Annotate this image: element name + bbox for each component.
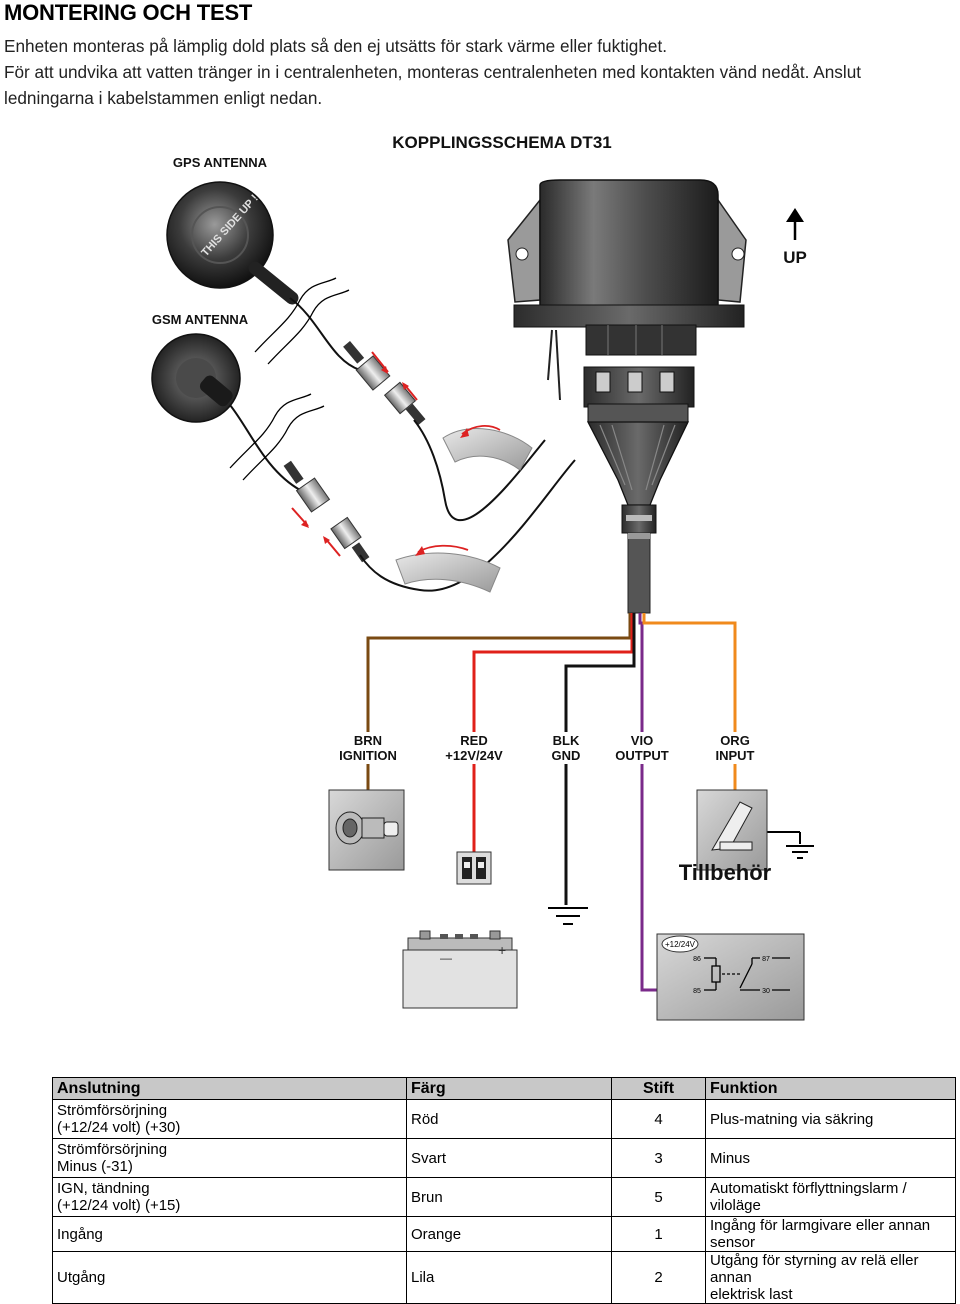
color-cell: Brun — [406, 1177, 612, 1217]
function-cell: Automatiskt förflyttningslarm / viloläge — [705, 1177, 956, 1217]
up-arrow-icon — [786, 208, 804, 240]
connection-cell: Ingång — [52, 1216, 407, 1252]
ground-icon — [548, 907, 588, 925]
function-cell: Plus-matning via säkring — [705, 1099, 956, 1139]
up-label: UP — [783, 248, 807, 267]
gsm-connector-icon — [283, 460, 370, 563]
color-cell: Röd — [406, 1099, 612, 1139]
wire-name-brn: IGNITION — [339, 748, 397, 763]
wire-label-gap — [608, 732, 676, 764]
wire-code-blk: BLK — [553, 733, 580, 748]
page-heading: MONTERING OCH TEST — [4, 0, 253, 25]
pin-cell: 5 — [611, 1177, 706, 1217]
function-line: elektrisk last — [710, 1286, 793, 1303]
battery-plus: + — [498, 942, 506, 958]
wire-name-red: +12V/24V — [445, 748, 503, 763]
function-cell: Ingång för larmgivare eller annan sensor — [705, 1216, 956, 1252]
intro-line: För att undvika att vatten tränger in i … — [4, 62, 862, 82]
relay-pin-86: 86 — [693, 956, 701, 963]
wire-name-blk: GND — [552, 748, 581, 763]
wiring-diagram: KOPPLINGSSCHEMA DT31 GPS ANTENNA GSM ANT… — [151, 133, 814, 1021]
wire-code-brn: BRN — [354, 733, 382, 748]
fuse-icon — [456, 851, 492, 885]
ignition-switch-icon — [328, 789, 405, 871]
header-color: Färg — [406, 1077, 612, 1100]
gps-cable-sleeve — [442, 425, 533, 471]
connection-line: (+12/24 volt) (+30) — [57, 1119, 181, 1136]
table-header-row: Anslutning Färg Stift Funktion — [52, 1077, 956, 1100]
wire-label-gap — [334, 732, 402, 764]
wire-name-org: INPUT — [716, 748, 755, 763]
color-cell: Svart — [406, 1138, 612, 1178]
gsm-antenna-icon — [151, 333, 301, 491]
header-function: Funktion — [705, 1077, 956, 1100]
connection-table: Anslutning Färg Stift Funktion Strömförs… — [52, 1077, 956, 1304]
color-cell: Lila — [406, 1251, 612, 1304]
wire-name-vio: OUTPUT — [615, 748, 669, 763]
connection-line: Strömförsörjning — [57, 1102, 168, 1119]
pin-cell: 4 — [611, 1099, 706, 1139]
connection-line: Minus (-31) — [57, 1158, 133, 1175]
pin-cell: 3 — [611, 1138, 706, 1178]
connection-line: (+12/24 volt) (+15) — [57, 1197, 181, 1214]
function-cell: Minus — [705, 1138, 956, 1178]
harness-plug-icon — [583, 366, 695, 614]
relay-pin-85: 85 — [693, 988, 701, 995]
relay-icon: +12/24V 86 85 87 30 — [656, 933, 805, 1021]
table-row: Utgång Lila 2 Utgång för styrning av rel… — [52, 1251, 956, 1304]
wire-label-gap — [440, 732, 508, 764]
accessory-sensor-icon — [696, 789, 768, 871]
gps-antenna-icon — [166, 181, 361, 371]
function-line: Utgång för styrning av relä eller annan — [710, 1252, 919, 1286]
gsm-cable-sleeve — [395, 544, 501, 593]
diagram-title: KOPPLINGSSCHEMA DT31 — [392, 133, 611, 152]
wire-label-gap — [532, 732, 600, 764]
relay-pin-30: 30 — [762, 988, 770, 995]
gps-connector-icon — [343, 341, 426, 425]
wire-vio — [638, 613, 704, 992]
connection-line: Strömförsörjning — [57, 1141, 168, 1158]
intro-text: Enheten monteras på lämplig dold plats s… — [4, 33, 954, 111]
connection-line: IGN, tändning — [57, 1180, 150, 1197]
table-row: IGN, tändning(+12/24 volt) (+15) Brun 5 … — [52, 1177, 956, 1217]
table-row: Strömförsörjning(+12/24 volt) (+30) Röd … — [52, 1099, 956, 1139]
color-cell: Orange — [406, 1216, 612, 1252]
pin-cell: 1 — [611, 1216, 706, 1252]
connection-cell: IGN, tändning(+12/24 volt) (+15) — [52, 1177, 407, 1217]
wire-org — [642, 613, 737, 790]
wire-blk — [564, 613, 636, 905]
connection-cell: Strömförsörjning(+12/24 volt) (+30) — [52, 1099, 407, 1139]
intro-line: Enheten monteras på lämplig dold plats s… — [4, 36, 668, 56]
accessory-label: Tillbehör — [679, 860, 772, 885]
gps-antenna-label: GPS ANTENNA — [173, 155, 268, 170]
wire-code-red: RED — [460, 733, 487, 748]
relay-supply: +12/24V — [665, 940, 696, 949]
wire-label-gap — [701, 732, 769, 764]
wire-code-org: ORG — [720, 733, 750, 748]
connection-cell: Utgång — [52, 1251, 407, 1304]
battery-icon: — + — [402, 930, 518, 1009]
accessory-ground-icon — [767, 831, 814, 859]
intro-line: ledningarna i kabelstammen enligt nedan. — [4, 88, 323, 108]
dt31-central-unit-icon — [507, 179, 747, 401]
battery-minus: — — [440, 951, 452, 965]
table-row: Ingång Orange 1 Ingång för larmgivare el… — [52, 1216, 956, 1252]
header-connection: Anslutning — [52, 1077, 407, 1100]
relay-pin-87: 87 — [762, 956, 770, 963]
pin-cell: 2 — [611, 1251, 706, 1304]
gsm-antenna-label: GSM ANTENNA — [152, 312, 249, 327]
wire-code-vio: VIO — [631, 733, 653, 748]
header-pin: Stift — [611, 1077, 706, 1100]
wire-brn — [366, 613, 632, 790]
cable-break-lines — [229, 277, 350, 481]
